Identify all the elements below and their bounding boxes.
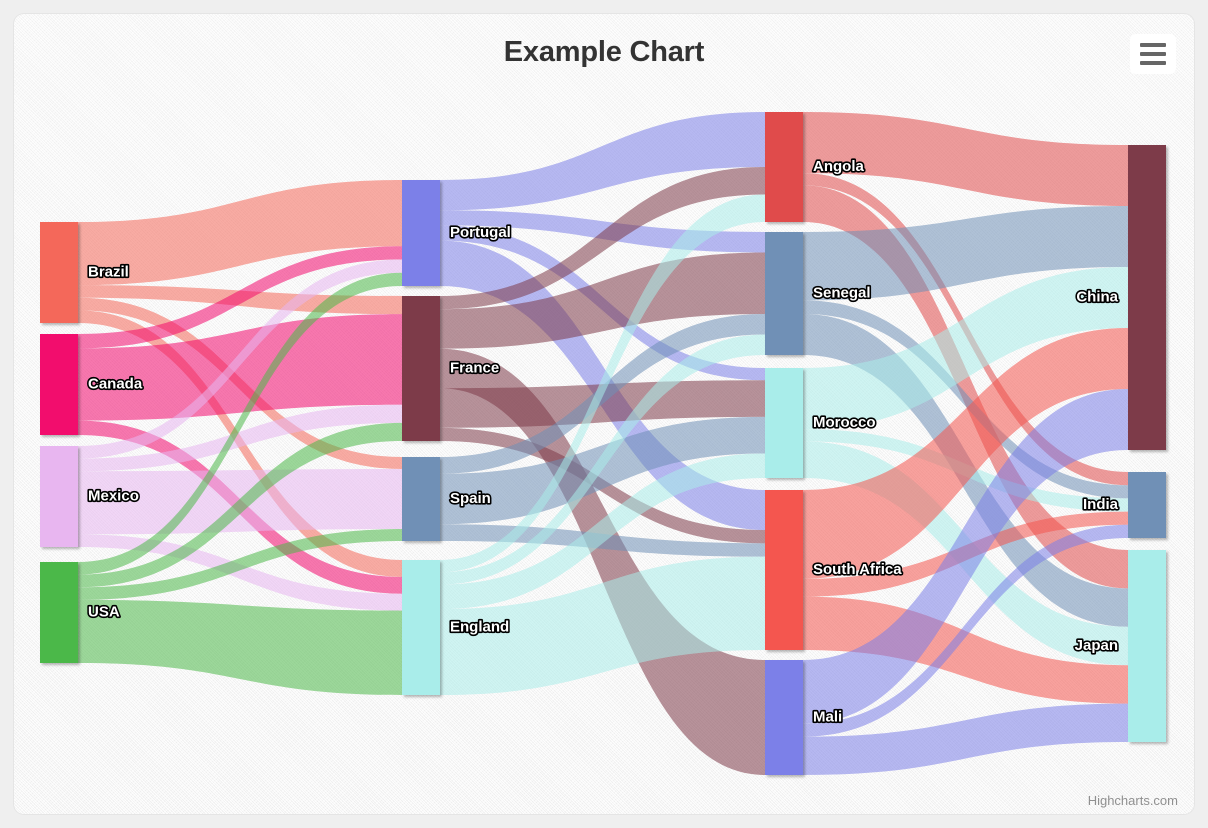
sankey-link[interactable] xyxy=(803,112,1128,206)
sankey-node-label: USA xyxy=(88,603,120,620)
sankey-link[interactable] xyxy=(440,194,765,573)
sankey-node-label: Mexico xyxy=(88,487,139,504)
sankey-links-layer xyxy=(78,112,1128,775)
sankey-node-label: China xyxy=(1076,288,1118,305)
sankey-node-brazil[interactable] xyxy=(40,222,78,323)
sankey-node-label: Mali xyxy=(813,708,842,725)
sankey-link[interactable] xyxy=(803,524,1128,737)
highcharts-credit[interactable]: Highcharts.com xyxy=(1087,793,1178,808)
sankey-link[interactable] xyxy=(78,246,402,349)
sankey-nodes-layer xyxy=(40,112,1166,775)
sankey-link[interactable] xyxy=(803,328,1128,579)
sankey-link[interactable] xyxy=(78,272,402,575)
sankey-node-angola[interactable] xyxy=(765,112,803,222)
sankey-link[interactable] xyxy=(78,180,402,286)
sankey-link[interactable] xyxy=(803,206,1128,301)
sankey-link[interactable] xyxy=(78,422,402,588)
sankey-node-morocco[interactable] xyxy=(765,368,803,478)
sankey-link[interactable] xyxy=(803,596,1128,704)
page-title: Example Chart xyxy=(503,36,705,68)
sankey-node-senegal[interactable] xyxy=(765,232,803,355)
sankey-node-label: England xyxy=(450,618,509,635)
sankey-node-label: Senegal xyxy=(813,284,871,301)
sankey-link[interactable] xyxy=(78,314,402,421)
sankey-link[interactable] xyxy=(440,348,765,775)
sankey-node-usa[interactable] xyxy=(40,562,78,663)
sankey-link[interactable] xyxy=(440,556,765,695)
sankey-link[interactable] xyxy=(78,534,402,611)
sankey-link[interactable] xyxy=(78,259,402,459)
sankey-link[interactable] xyxy=(803,300,1128,499)
sankey-link[interactable] xyxy=(440,112,765,211)
sankey-link[interactable] xyxy=(440,416,765,525)
sankey-node-label: Japan xyxy=(1075,637,1118,654)
sankey-node-mexico[interactable] xyxy=(40,446,78,547)
sankey-node-label: Morocco xyxy=(813,414,876,431)
sankey-node-china[interactable] xyxy=(1128,145,1166,450)
sankey-node-canada[interactable] xyxy=(40,334,78,435)
menu-bar-1 xyxy=(1140,43,1166,47)
sankey-link[interactable] xyxy=(78,404,402,472)
hamburger-menu-icon[interactable] xyxy=(1130,34,1176,74)
menu-bar-3 xyxy=(1140,61,1166,65)
sankey-link[interactable] xyxy=(803,185,1128,589)
sankey-link[interactable] xyxy=(803,703,1128,775)
sankey-link[interactable] xyxy=(440,252,765,349)
sankey-link[interactable] xyxy=(78,529,402,600)
sankey-link[interactable] xyxy=(440,334,765,585)
sankey-node-label: Canada xyxy=(88,375,143,392)
sankey-link[interactable] xyxy=(440,453,765,610)
sankey-node-label: South Africa xyxy=(813,561,902,578)
sankey-node-label: India xyxy=(1083,496,1119,513)
sankey-node-label: Angola xyxy=(813,158,864,175)
sankey-node-japan[interactable] xyxy=(1128,550,1166,742)
sankey-node-label: Brazil xyxy=(88,263,129,280)
sankey-node-france[interactable] xyxy=(402,296,440,441)
sankey-node-england[interactable] xyxy=(402,560,440,695)
sankey-link[interactable] xyxy=(803,389,1128,724)
sankey-link[interactable] xyxy=(803,267,1128,430)
sankey-node-mali[interactable] xyxy=(765,660,803,775)
sankey-node-south-africa[interactable] xyxy=(765,490,803,650)
sankey-node-india[interactable] xyxy=(1128,472,1166,538)
sankey-node-portugal[interactable] xyxy=(402,180,440,286)
sankey-node-label: Spain xyxy=(450,490,491,507)
sankey-link[interactable] xyxy=(440,167,765,310)
sankey-node-spain[interactable] xyxy=(402,457,440,541)
sankey-node-label: Portugal xyxy=(450,224,511,241)
sankey-link[interactable] xyxy=(78,599,402,695)
menu-bar-2 xyxy=(1140,52,1166,56)
sankey-node-label: France xyxy=(450,359,499,376)
